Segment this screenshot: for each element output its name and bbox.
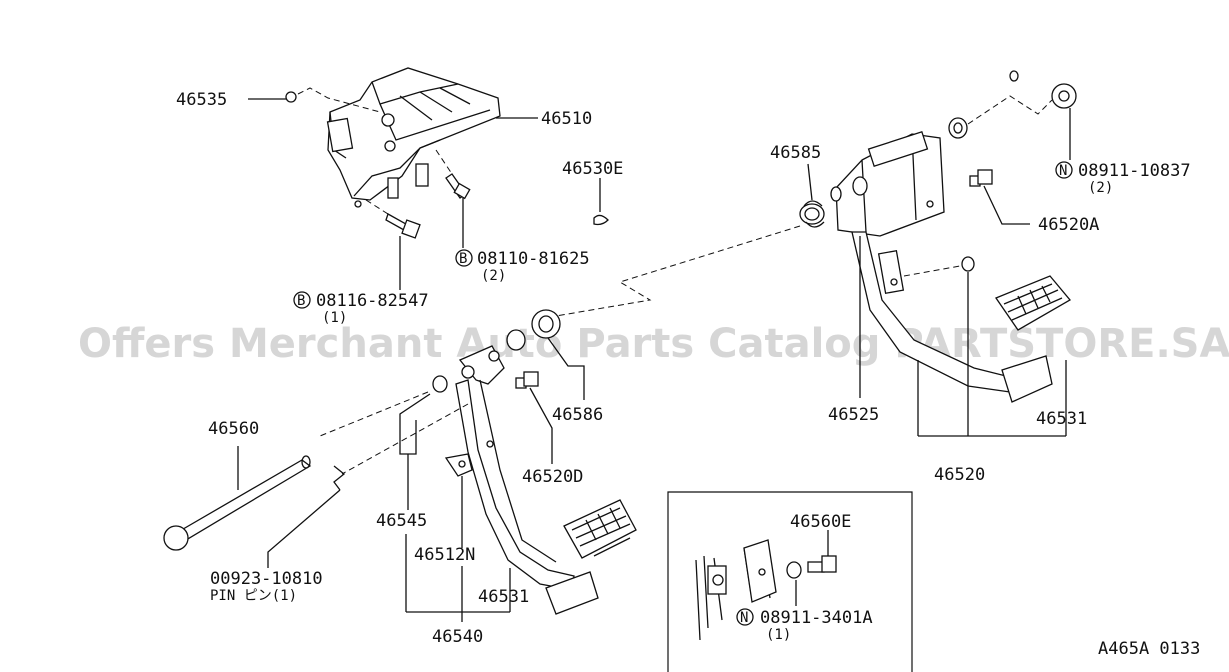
callout-08110-81625: 08110-81625 (477, 249, 590, 269)
callout-46545: 46545 (376, 511, 427, 531)
callout-08110-qty: (2) (481, 268, 506, 284)
callout-08911-3401A: 08911-3401A (760, 608, 873, 628)
svg-text:B: B (297, 293, 305, 309)
callout-46560E: 46560E (790, 512, 851, 532)
assembly-line-46535 (297, 87, 381, 113)
leader-46586 (547, 337, 585, 400)
callout-08911-3401A-qty: (1) (766, 627, 791, 643)
callout-46540: 46540 (432, 627, 483, 647)
nut-marker-3401A: N (736, 608, 754, 626)
svg-text:B: B (459, 251, 467, 267)
callout-46585: 46585 (770, 143, 821, 163)
pedal-bracket-46510[interactable] (326, 67, 501, 208)
bolt-46560E[interactable] (807, 555, 837, 573)
washer-46545[interactable] (432, 375, 448, 393)
bushing-46586[interactable] (506, 309, 561, 351)
callout-46586: 46586 (552, 405, 603, 425)
pin-00923-10810[interactable] (333, 465, 346, 491)
callout-46512N: 46512N (414, 545, 475, 565)
clip-46530E[interactable] (593, 214, 609, 226)
assembly-line-08110 (435, 149, 453, 175)
assembly-line-08116 (365, 199, 389, 215)
leader-group-right (859, 236, 1067, 437)
pedal-assembly-right[interactable] (830, 130, 1071, 403)
bolt-46520A[interactable] (969, 169, 993, 187)
bolt-46520D[interactable] (515, 371, 539, 389)
leader-46520A (983, 185, 1030, 225)
callout-46531-right: 46531 (1036, 409, 1087, 429)
callout-08911-10837: 08911-10837 (1078, 161, 1191, 181)
assembly-line-pin (341, 403, 469, 475)
bushing-46520[interactable] (961, 256, 975, 272)
assembly-line-top-right (967, 95, 1053, 125)
bolt-08110-81625[interactable] (445, 173, 471, 200)
callout-46535: 46535 (176, 90, 227, 110)
callout-46510: 46510 (541, 109, 592, 129)
callout-46520D: 46520D (522, 467, 583, 487)
callout-00923-10810: 00923-10810 (210, 569, 323, 589)
inset-detail[interactable] (667, 491, 913, 672)
callout-pin-label: PIN ピン(1) (210, 588, 297, 604)
assembly-line-spring (555, 225, 801, 317)
callout-08911-10837-qty: (2) (1088, 180, 1113, 196)
svg-text:N: N (740, 610, 748, 626)
stopper-46512N[interactable] (444, 453, 473, 477)
callout-46530E: 46530E (562, 159, 623, 179)
spring-46585[interactable] (799, 200, 825, 228)
callout-08116-82547: 08116-82547 (316, 291, 429, 311)
callout-46520: 46520 (934, 465, 985, 485)
washer-top-right[interactable] (948, 117, 968, 139)
bolt-marker-08116: B (293, 291, 311, 309)
leader-group-left (405, 534, 511, 622)
nut-08911-3401A[interactable] (786, 561, 802, 579)
callout-46531-left: 46531 (478, 587, 529, 607)
pedal-assembly-left[interactable] (455, 345, 637, 615)
svg-text:N: N (1059, 163, 1067, 179)
leader-46545 (399, 393, 431, 455)
assembly-line-46520 (903, 265, 961, 277)
watermark-text: Offers Merchant Auto Parts Catalog PARTS… (78, 321, 1229, 367)
callout-46520A: 46520A (1038, 215, 1099, 235)
nut-marker-10837: N (1055, 161, 1073, 179)
assembly-line-46545 (319, 391, 429, 437)
diagram-code: A465A 0133 (1098, 639, 1200, 659)
nut-08911-10837[interactable] (1009, 70, 1077, 109)
callout-08116-qty: (1) (322, 310, 347, 326)
clip-46535[interactable] (285, 91, 297, 103)
bolt-marker-08110: B (455, 249, 473, 267)
shaft-46560[interactable] (163, 455, 312, 551)
leader-00923 (267, 489, 341, 568)
bolt-08116-82547[interactable] (385, 213, 421, 239)
callout-46525: 46525 (828, 405, 879, 425)
callout-46560: 46560 (208, 419, 259, 439)
leader-46585 (807, 163, 813, 201)
leader-46520D (529, 387, 553, 464)
